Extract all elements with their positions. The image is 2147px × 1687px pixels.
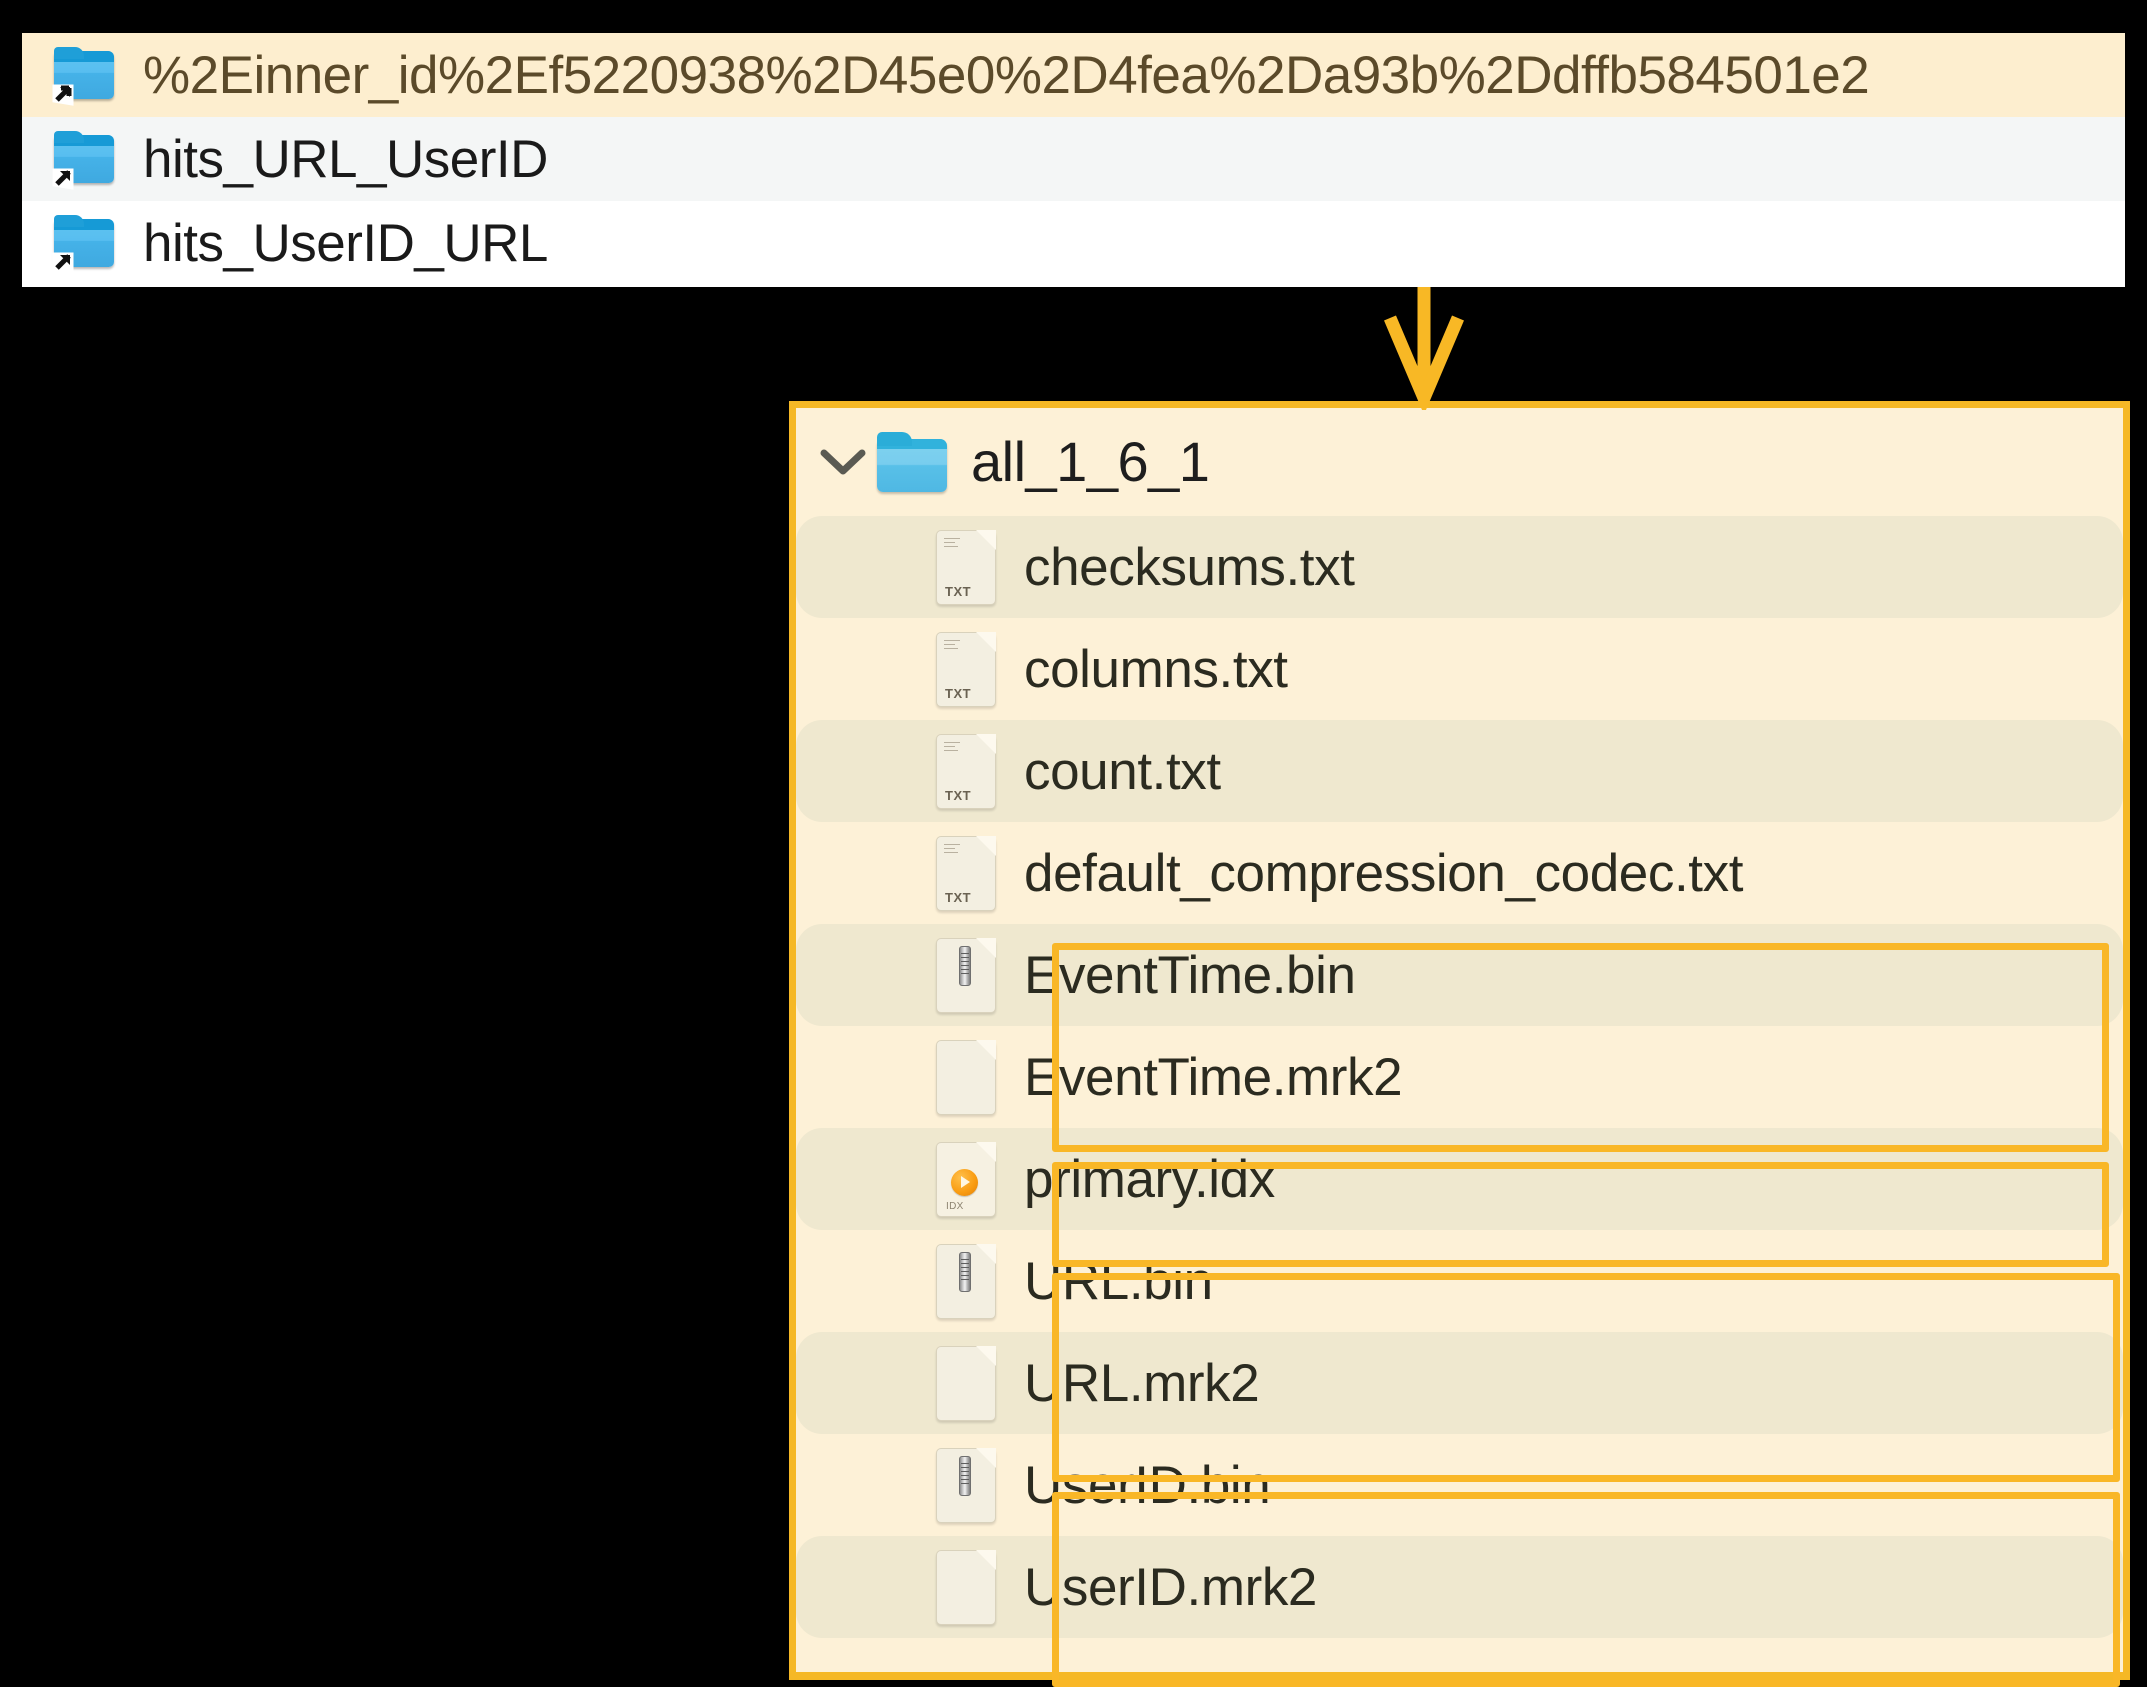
list-item[interactable]: hits_URL_UserID: [22, 117, 2125, 201]
file-name: EventTime.mrk2: [1024, 1047, 1403, 1107]
list-item-label: hits_UserID_URL: [143, 213, 548, 273]
file-name: primary.idx: [1024, 1149, 1275, 1209]
bin-file-icon: [936, 937, 996, 1013]
file-row[interactable]: TXT count.txt: [796, 720, 2123, 822]
file-name: URL.bin: [1024, 1251, 1213, 1311]
txt-file-icon: TXT: [936, 631, 996, 707]
folder-symlink-icon: [52, 215, 116, 274]
mrk-file-icon: [936, 1345, 996, 1421]
bin-file-icon: [936, 1447, 996, 1523]
txt-file-icon: TXT: [936, 733, 996, 809]
panel-folder-header[interactable]: all_1_6_1: [796, 408, 2123, 516]
file-name: columns.txt: [1024, 639, 1288, 699]
file-row[interactable]: URL.mrk2: [796, 1332, 2123, 1434]
file-name: UserID.bin: [1024, 1455, 1271, 1515]
file-row[interactable]: EventTime.mrk2: [796, 1026, 2123, 1128]
file-row[interactable]: URL.bin: [796, 1230, 2123, 1332]
list-item[interactable]: hits_UserID_URL: [22, 201, 2125, 285]
file-row[interactable]: UserID.mrk2: [796, 1536, 2123, 1638]
part-directory-panel[interactable]: all_1_6_1 TXT checksums.txt TXT columns.…: [789, 401, 2130, 1680]
file-row[interactable]: TXT columns.txt: [796, 618, 2123, 720]
list-item[interactable]: %2Einner_id%2Ef5220938%2D45e0%2D4fea%2Da…: [22, 33, 2125, 117]
mrk-file-icon: [936, 1039, 996, 1115]
mrk-file-icon: [936, 1549, 996, 1625]
bin-file-icon: [936, 1243, 996, 1319]
file-name: default_compression_codec.txt: [1024, 843, 1744, 903]
symlink-arrow-icon: [52, 84, 74, 106]
folder-symlink-icon: [52, 131, 116, 190]
file-row[interactable]: TXT checksums.txt: [796, 516, 2123, 618]
file-name: UserID.mrk2: [1024, 1557, 1318, 1617]
txt-file-icon: TXT: [936, 529, 996, 605]
sibling-parts-list[interactable]: %2Einner_id%2Ef5220938%2D45e0%2D4fea%2Da…: [22, 33, 2125, 287]
panel-bottom-border: [789, 1672, 2130, 1680]
file-name: checksums.txt: [1024, 537, 1355, 597]
txt-file-icon: TXT: [936, 835, 996, 911]
file-row[interactable]: UserID.bin: [796, 1434, 2123, 1536]
symlink-arrow-icon: [52, 168, 74, 190]
file-name: count.txt: [1024, 741, 1221, 801]
chevron-down-icon[interactable]: [815, 447, 871, 477]
panel-folder-label: all_1_6_1: [971, 430, 1210, 493]
file-name: URL.mrk2: [1024, 1353, 1260, 1413]
file-name: EventTime.bin: [1024, 945, 1356, 1005]
file-row[interactable]: IDX primary.idx: [796, 1128, 2123, 1230]
idx-file-icon: IDX: [936, 1141, 996, 1217]
file-row[interactable]: EventTime.bin: [796, 924, 2123, 1026]
folder-icon: [877, 432, 949, 492]
list-item-label: hits_URL_UserID: [143, 129, 548, 189]
list-item-label: %2Einner_id%2Ef5220938%2D45e0%2D4fea%2Da…: [143, 45, 1870, 105]
folder-symlink-icon: [52, 47, 116, 106]
symlink-arrow-icon: [52, 252, 74, 274]
file-row[interactable]: TXT default_compression_codec.txt: [796, 822, 2123, 924]
